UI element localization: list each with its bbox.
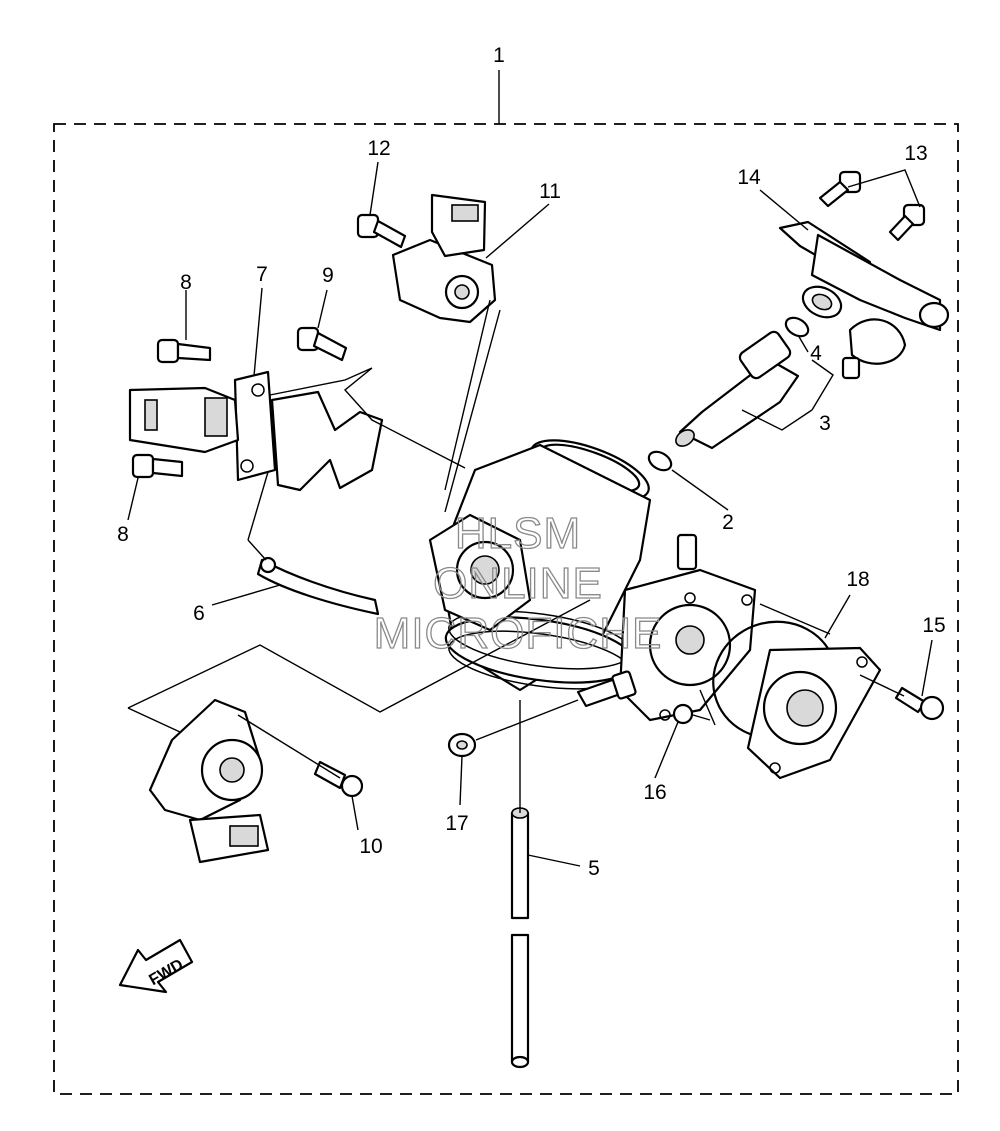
part-13-screw-a[interactable] <box>818 170 862 208</box>
watermark-line-3: MICROFICHE <box>374 609 663 658</box>
callout-1[interactable]: 1 <box>493 44 505 67</box>
part-8-screw-bottom[interactable] <box>131 453 184 479</box>
callout-6[interactable]: 6 <box>193 602 205 625</box>
callout-10[interactable]: 10 <box>359 835 382 858</box>
part-4-o-ring[interactable] <box>783 314 812 340</box>
callout-15[interactable]: 15 <box>922 614 945 637</box>
part-8-screw-top[interactable] <box>156 338 212 364</box>
callouts: 1 2 3 4 5 6 7 8 8 9 10 11 12 13 14 15 16… <box>117 44 946 880</box>
part-9-screw[interactable] <box>296 326 348 362</box>
callout-4[interactable]: 4 <box>810 342 822 365</box>
part-6-hose[interactable] <box>256 556 380 616</box>
watermark-line-1: HLSM <box>455 509 581 558</box>
part-13-screw-b[interactable] <box>888 203 926 242</box>
assembly-boundary <box>53 123 959 1095</box>
part-12-screw[interactable] <box>356 213 407 249</box>
lower-sensor[interactable] <box>148 698 270 864</box>
callout-13[interactable]: 13 <box>904 142 927 165</box>
callout-3[interactable]: 3 <box>819 412 831 435</box>
callout-11[interactable]: 11 <box>539 180 561 203</box>
watermark: HLSM ONLINE MICROFICHE <box>373 508 663 658</box>
callout-18[interactable]: 18 <box>846 568 869 591</box>
callout-17[interactable]: 17 <box>445 812 468 835</box>
part-2-washer[interactable] <box>646 448 675 474</box>
callout-8-bottom[interactable]: 8 <box>117 523 129 546</box>
part-3-injector[interactable] <box>673 330 800 450</box>
part-17-nut[interactable] <box>447 732 477 758</box>
callout-16[interactable]: 16 <box>643 781 666 804</box>
leader-lines <box>127 161 933 867</box>
part-7-bracket[interactable] <box>233 370 384 492</box>
callout-9[interactable]: 9 <box>322 264 334 287</box>
callout-5[interactable]: 5 <box>588 857 600 880</box>
callout-14[interactable]: 14 <box>737 166 761 189</box>
callout-12[interactable]: 12 <box>367 137 390 160</box>
throttle-body[interactable] <box>428 428 757 722</box>
part-14-fuel-rail[interactable] <box>778 220 950 380</box>
callout-2[interactable]: 2 <box>722 511 734 534</box>
watermark-line-2: ONLINE <box>433 559 603 608</box>
part-11-sensor[interactable] <box>391 193 497 324</box>
part-16-nut[interactable] <box>672 703 694 725</box>
callout-7[interactable]: 7 <box>256 263 268 286</box>
part-18-gasket-joint[interactable] <box>700 608 882 780</box>
part-5-hose[interactable] <box>510 700 530 1069</box>
callout-8-top[interactable]: 8 <box>180 271 192 294</box>
fwd-arrow-icon: FWD <box>118 938 194 994</box>
sensor-connector-left[interactable] <box>128 386 240 454</box>
part-15-screw[interactable] <box>894 686 945 721</box>
